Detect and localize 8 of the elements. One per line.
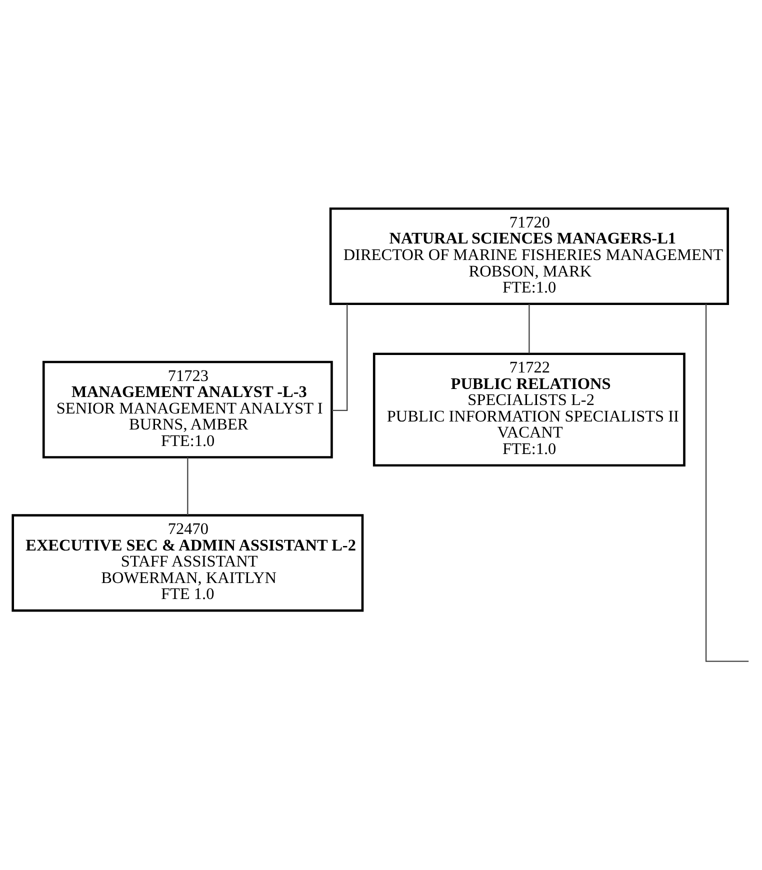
connector: [705, 304, 749, 662]
connector: [332, 304, 348, 412]
node-box: 72470 EXECUTIVE SEC & ADMIN ASSISTANT L-2 STAFF ASSISTANT BOWERMAN, KAITLYN FTE 1.0: [12, 514, 364, 612]
connector: [187, 457, 188, 516]
node-box: 71722 PUBLIC RELATIONS SPECIALISTS L-2 PUBLIC INFORMATION SPECIALISTS II VACANT FTE:1.0: [372, 352, 686, 467]
node-box: 71720 NATURAL SCIENCES MANAGERS-L1 DIRECTOR OF MARINE FISHERIES MANAGEMENT ROBSON, MARK FTE:1.0: [329, 207, 729, 306]
node-box: 71723 MANAGEMENT ANALYST -L-3 SENIOR MANAGEMENT ANALYST I BURNS, AMBER FTE:1.0: [42, 360, 333, 458]
connector: [528, 304, 530, 354]
